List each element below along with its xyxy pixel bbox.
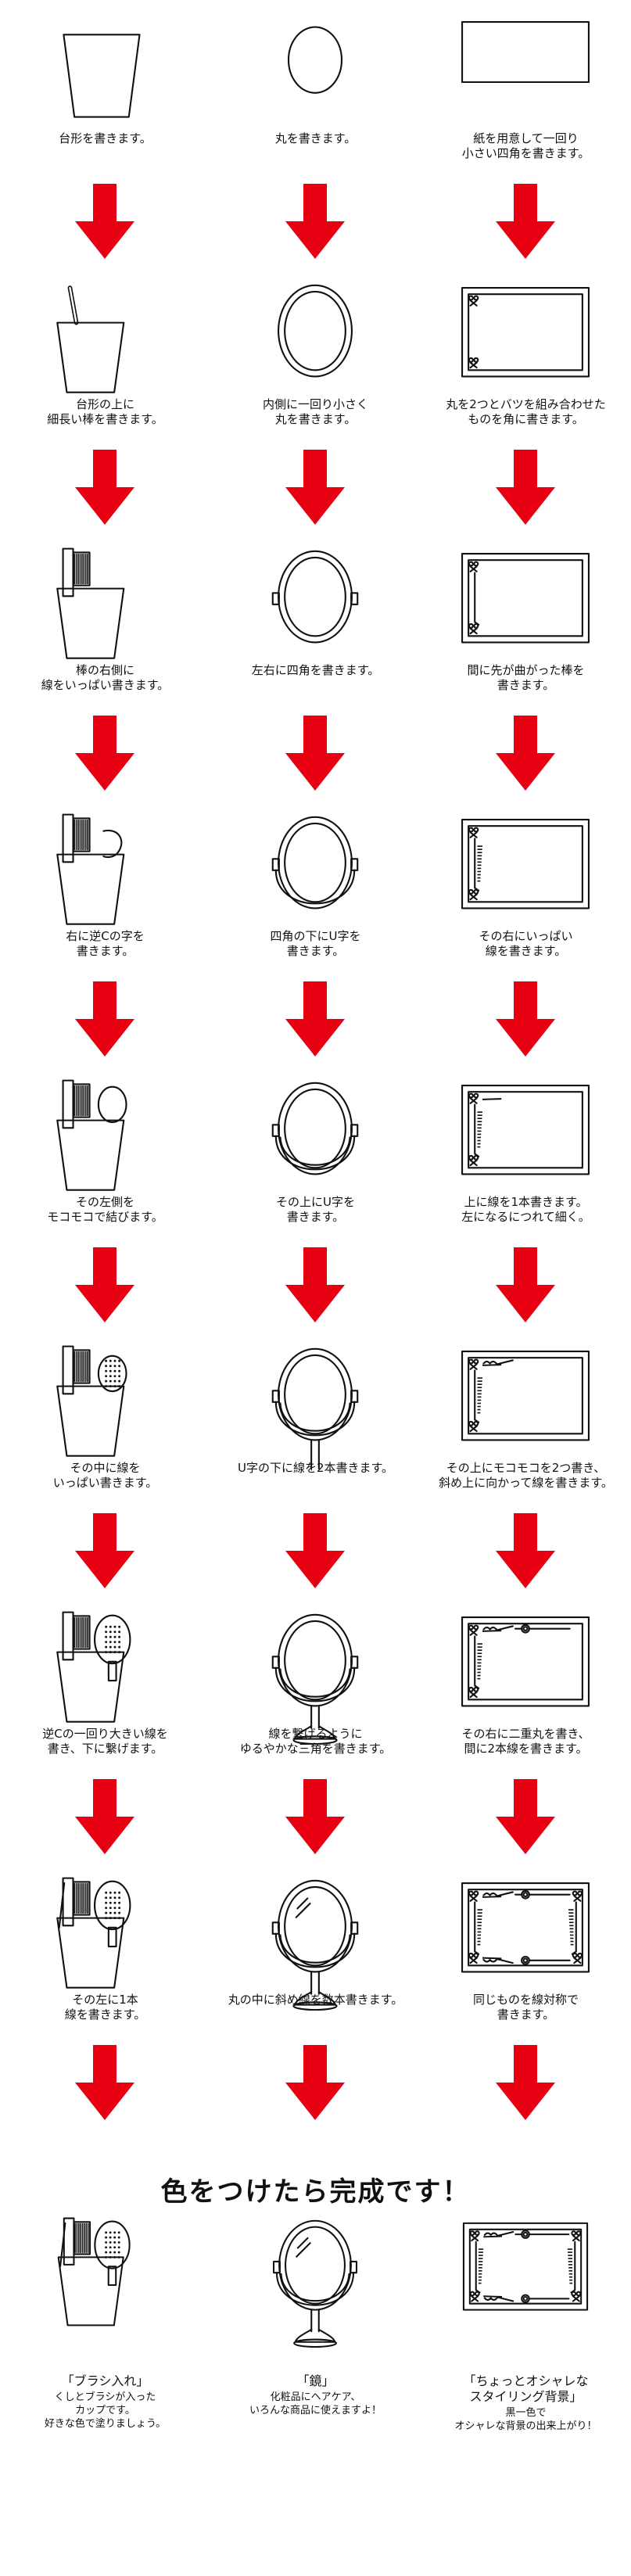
frame-step-illustration xyxy=(461,1882,590,1973)
down-arrow-icon xyxy=(496,716,555,791)
down-arrow-icon xyxy=(496,450,555,525)
brush-step-caption: 棒の右側に 線をいっぱい書きます。 xyxy=(41,663,170,692)
frame-step-caption: その上にモコモコを2つ書き、 斜め上に向かって線を書きます。 xyxy=(439,1461,613,1490)
down-arrow-icon xyxy=(285,981,345,1057)
down-arrow-icon xyxy=(285,450,345,525)
frame-step-illustration xyxy=(461,21,590,84)
frame-step-caption: 紙を用意して一回り 小さい四角を書きます。 xyxy=(461,131,590,160)
mirror-step-illustration xyxy=(271,1347,359,1469)
brush-final-description: くしとブラシが入った カップです。 好きな色で塗りましょう。 xyxy=(44,2391,167,2430)
down-arrow-icon xyxy=(75,2045,134,2120)
mirror-step-caption: その上にU字を 書きます。 xyxy=(276,1195,355,1224)
down-arrow-icon xyxy=(496,2045,555,2120)
mirror-step-caption: 左右に四角を書きます。 xyxy=(251,663,380,677)
mirror-step-illustration xyxy=(287,26,343,94)
mirror-step-illustration xyxy=(271,550,359,644)
brush-step-caption: 右に逆Cの字を 書きます。 xyxy=(66,929,145,958)
brush-step-illustration xyxy=(56,547,125,659)
brush-step-caption: 台形を書きます。 xyxy=(59,131,152,145)
frame-step-caption: 上に線を1本書きます。 左になるにつれて細く。 xyxy=(461,1195,590,1224)
mirror-final-title: 「鏡」 xyxy=(296,2373,335,2388)
mirror-step-illustration xyxy=(271,1082,359,1175)
brush-step-caption: その左側を モコモコで結びます。 xyxy=(47,1195,163,1224)
frame-final-caption: 「ちょっとオシャレな スタイリング背景」黒一色で オシャレな背景の出来上がり！ xyxy=(424,2373,628,2433)
down-arrow-icon xyxy=(496,184,555,259)
frame-step-illustration xyxy=(461,1351,590,1441)
mirror-step-illustration xyxy=(271,1613,359,1745)
frame-step-illustration xyxy=(461,819,590,909)
frame-step-illustration xyxy=(461,287,590,378)
frame-final-description: 黒一色で オシャレな背景の出来上がり！ xyxy=(454,2407,597,2432)
down-arrow-icon xyxy=(75,184,134,259)
mirror-step-caption: 四角の下にU字を 書きます。 xyxy=(270,929,361,958)
frame-step-caption: 丸を2つとバツを組み合わせた ものを角に書きます。 xyxy=(446,397,606,426)
down-arrow-icon xyxy=(285,1247,345,1322)
brush-step-illustration xyxy=(56,285,125,393)
mirror-step-caption: 丸の中に斜め線を数本書きます。 xyxy=(228,1993,403,2007)
down-arrow-icon xyxy=(285,716,345,791)
brush-final-caption: 「ブラシ入れ」くしとブラシが入った カップです。 好きな色で塗りましょう。 xyxy=(3,2373,207,2431)
frame-step-illustration xyxy=(461,1616,590,1707)
mirror-step-illustration xyxy=(271,816,359,909)
final-heading: 色をつけたら完成です！ xyxy=(160,2176,471,2208)
down-arrow-icon xyxy=(75,716,134,791)
frame-step-caption: 同じものを線対称で 書きます。 xyxy=(472,1993,579,2022)
mirror-final-description: 化粧品にヘアケア、 いろんな商品に使えますよ！ xyxy=(249,2391,382,2416)
mirror-final-caption: 「鏡」化粧品にヘアケア、 いろんな商品に使えますよ！ xyxy=(213,2373,418,2417)
frame-final-illustration xyxy=(462,2222,589,2311)
brush-step-illustration xyxy=(56,1079,127,1191)
mirror-step-illustration xyxy=(277,284,353,378)
mirror-step-caption: 内側に一回り小さく 丸を書きます。 xyxy=(262,397,368,426)
frame-step-caption: 間に先が曲がった棒を 書きます。 xyxy=(467,663,585,692)
brush-step-illustration xyxy=(56,1611,131,1723)
brush-step-illustration xyxy=(56,1877,131,1989)
down-arrow-icon xyxy=(285,184,345,259)
down-arrow-icon xyxy=(285,1779,345,1854)
down-arrow-icon xyxy=(75,981,134,1057)
brush-step-illustration xyxy=(56,1345,127,1457)
brush-step-caption: 台形の上に 細長い棒を書きます。 xyxy=(47,397,163,426)
brush-step-caption: 逆Cの一回り大きい線を 書き、下に繋げます。 xyxy=(42,1727,168,1756)
down-arrow-icon xyxy=(496,981,555,1057)
brush-step-caption: その左に1本 線を書きます。 xyxy=(64,1993,146,2022)
brush-step-caption: その中に線を いっぱい書きます。 xyxy=(52,1461,158,1490)
mirror-step-illustration xyxy=(271,1879,359,2011)
frame-step-illustration xyxy=(461,553,590,644)
frame-step-caption: その右に二重丸を書き、 間に2本線を書きます。 xyxy=(461,1727,590,1756)
mirror-step-caption: U字の下に線を2本書きます。 xyxy=(237,1461,394,1475)
brush-step-illustration xyxy=(63,34,141,118)
down-arrow-icon xyxy=(75,1247,134,1322)
brush-step-illustration xyxy=(56,813,125,925)
down-arrow-icon xyxy=(75,450,134,525)
down-arrow-icon xyxy=(496,1779,555,1854)
mirror-step-caption: 線を繋げるように ゆるやかな三角を書きます。 xyxy=(239,1727,392,1756)
down-arrow-icon xyxy=(496,1513,555,1588)
brush-final-title: 「ブラシ入れ」 xyxy=(61,2373,149,2388)
mirror-step-caption: 丸を書きます。 xyxy=(274,131,357,145)
mirror-final-illustration xyxy=(272,2219,358,2348)
frame-final-title: 「ちょっとオシャレな スタイリング背景」 xyxy=(463,2373,589,2404)
down-arrow-icon xyxy=(285,1513,345,1588)
frame-step-illustration xyxy=(461,1085,590,1175)
down-arrow-icon xyxy=(75,1513,134,1588)
down-arrow-icon xyxy=(75,1779,134,1854)
brush-final-illustration xyxy=(57,2217,131,2327)
frame-step-caption: その右にいっぱい 線を書きます。 xyxy=(479,929,573,958)
down-arrow-icon xyxy=(285,2045,345,2120)
down-arrow-icon xyxy=(496,1247,555,1322)
